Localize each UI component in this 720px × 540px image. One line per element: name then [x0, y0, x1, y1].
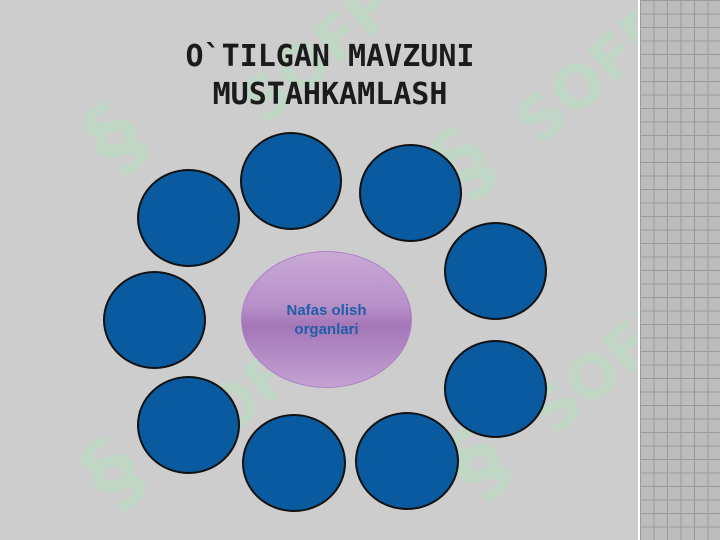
circle-top-left[interactable]: [240, 132, 342, 230]
title-line-1: O`TILGAN MAVZUNI: [185, 39, 475, 74]
circle-right-upper[interactable]: [444, 222, 547, 320]
circle-bottom-left[interactable]: [242, 414, 346, 512]
circle-left[interactable]: [103, 271, 206, 369]
circle-top-right[interactable]: [359, 144, 462, 242]
slide-edge-divider: [638, 0, 641, 540]
center-concept-ellipse[interactable]: Nafas olish organlari: [241, 251, 412, 388]
slide-title: O`TILGAN MAVZUNI MUSTAHKAMLASH: [80, 38, 580, 114]
circle-upper-left[interactable]: [137, 169, 240, 267]
circle-lower-left[interactable]: [137, 376, 240, 474]
title-line-2: MUSTAHKAMLASH: [212, 77, 448, 112]
circle-right-lower[interactable]: [444, 340, 547, 438]
center-concept-label: Nafas olish organlari: [286, 301, 367, 338]
circle-bottom-right[interactable]: [355, 412, 459, 510]
background-grid-panel: [640, 0, 720, 540]
slide: § SOFF § SOFF § SOFF § SOFF O`TILGAN MAV…: [61, 0, 640, 528]
